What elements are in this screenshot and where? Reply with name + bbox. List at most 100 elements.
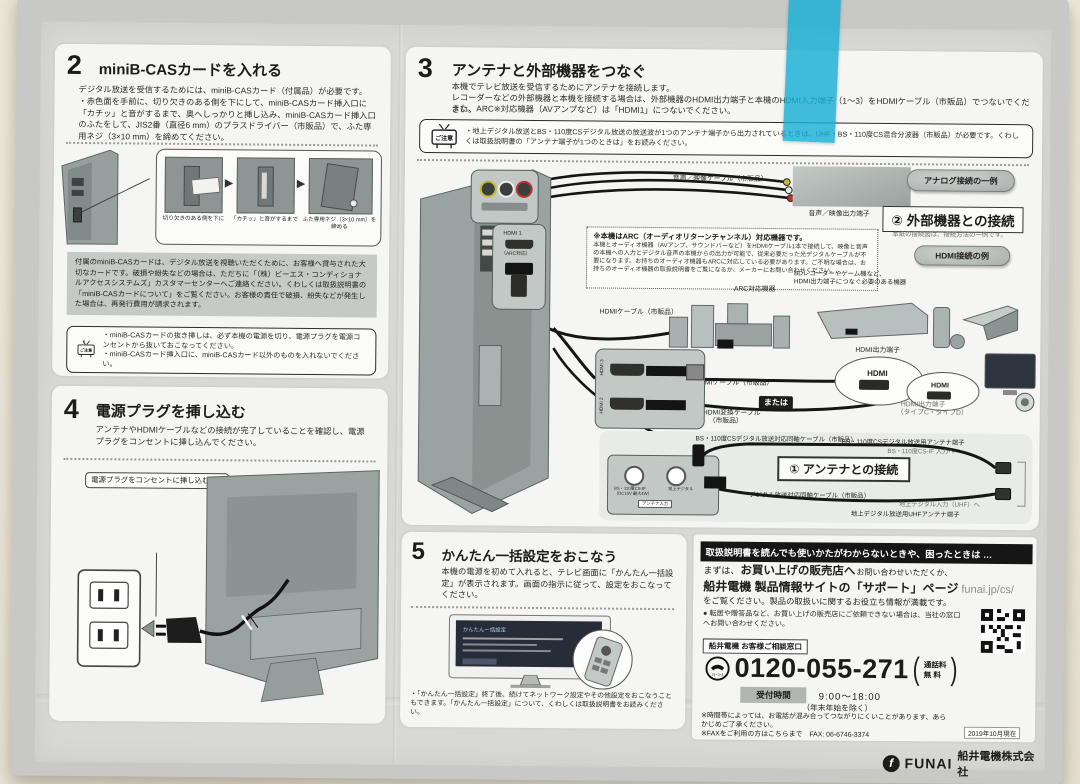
minib-cas-card	[191, 176, 221, 196]
display-and-camera-illustration	[984, 353, 1036, 412]
hdmi-terminal-cloud: HDMI HDMI	[834, 356, 980, 412]
section-4-number: 4	[63, 393, 79, 424]
section-4-intro: アンテナやHDMIケーブルなどの接続が完了していることを確認し、電源プラグをコン…	[95, 424, 365, 448]
divider	[411, 605, 675, 611]
hdmi-plug	[646, 365, 687, 377]
section-4-panel: 4 電源プラグを挿し込む アンテナやHDMIケーブルなどの接続が完了していること…	[49, 385, 388, 724]
audio-r-jack	[515, 180, 533, 198]
audio-l-jack	[497, 180, 515, 198]
screen-title: かんたん一括設定	[462, 627, 507, 634]
section-2-caution-text: ・miniB-CASカードの抜き挿しは、必ず本機の電源を切り、電源プラグを電源コ…	[102, 330, 367, 371]
section-3-caution-box: ご注意 ・地上デジタル放送とBS・110度CSデジタル放送の放送波が1つのアンテ…	[419, 118, 1034, 159]
svg-text:ご注意: ご注意	[435, 134, 453, 142]
hdmi2-port	[609, 397, 644, 410]
toll-paren-close: )	[950, 652, 958, 687]
section-2-number: 2	[66, 49, 82, 80]
caution-item: ・miniB-CASカード挿入口に、miniB-CASカード以外のものを入れない…	[102, 349, 360, 369]
bd-devices-illustration	[816, 302, 1019, 350]
funai-brand-name: FUNAI	[904, 755, 953, 772]
step-3-label: ふた専用ネジ（3×10 mm）を締める	[302, 216, 377, 231]
caution-tv-icon: ご注意	[431, 123, 457, 149]
av-input-pod	[470, 169, 539, 224]
remote-magnifier	[572, 629, 633, 690]
av-cable-label: 音声／映像ケーブル（市販品）	[672, 175, 768, 183]
tv-port-terr-label: 地上デジタル	[668, 486, 694, 492]
external-connection-heading: ② 外部機器との接続	[882, 205, 1024, 234]
caution-tv-icon: ご注意	[77, 340, 95, 358]
section-5-note: ・「かんたん一括設定」終了後、続けてネットワーク設定やその他設定をおこなうことも…	[410, 690, 673, 717]
support-site-label: 船井電機 製品情報サイトの「サポート」ページ	[703, 579, 959, 596]
antenna-input-pod: BS・110度CS-IF （DC15V 最大4W） 地上デジタル アンテナ入力	[606, 444, 727, 516]
hdmi-plug	[504, 262, 534, 275]
hdmi-out-cd-label-2: （タイプC・タイプD）	[896, 409, 968, 417]
section-2-instruction: ・赤色面を手前に、切り欠きのある側を下にして、miniB-CASカード挿入口に「…	[78, 95, 376, 143]
step-2-image	[236, 157, 295, 214]
hdmi1-arc-label: （ARC対応）	[501, 251, 531, 257]
tv-stand	[510, 674, 551, 689]
blue-masking-tape	[782, 0, 842, 144]
arc-device-illustration	[668, 303, 791, 349]
hours-note: （年末年始を除く）	[802, 703, 873, 713]
hdmi-cable-label-2: HDMIケーブル（市販品）	[695, 379, 774, 388]
antenna-connection-panel: BS・110度CS-IF （DC15V 最大4W） 地上デジタル アンテナ入力 …	[598, 430, 1033, 525]
tv-port-bs-label-2: （DC15V 最大4W）	[614, 490, 652, 496]
step-2-label: 「カチッ」と音がするまで	[230, 216, 299, 223]
terrestrial-jack	[666, 466, 687, 487]
or-badge: または	[758, 395, 793, 410]
hdmi2-port-label: HDMI 2	[599, 397, 605, 414]
hdmi-example-pill: HDMI接続の例	[914, 245, 1011, 267]
analog-output-device	[792, 166, 911, 208]
hdmi-conversion-cable-label-2: （市販品）	[708, 417, 743, 425]
hdmi1-port	[505, 239, 534, 249]
step-3-image	[308, 157, 373, 215]
bs-if-input-label: BS・110度CS-IF 入力へ	[887, 448, 955, 456]
toll-line-1: 通話料	[923, 660, 947, 670]
f-connector-plug	[704, 476, 727, 489]
manual-page: 2 miniB-CASカードを入れる デジタル放送を受信するためには、miniB…	[34, 21, 1052, 779]
antenna-input-label: アンテナ入力	[637, 499, 673, 508]
section-2-title: miniB-CASカードを入れる	[98, 61, 283, 80]
antenna-connection-heading: ① アンテナとの接続	[777, 456, 911, 483]
av-output-terminal-label: 音声／映像出力端子	[808, 210, 870, 218]
bs-antenna-terminal-label: BS・110度CSデジタル放送用アンテナ端子	[841, 438, 965, 447]
bd-devices-label-2: HDMI出力端子につなぐ必要のある機器	[793, 278, 907, 287]
svg-text:ご注意: ご注意	[80, 347, 92, 353]
footer-brand-row: f FUNAI 船井電機株式会社	[882, 747, 1045, 780]
support-line1-post: お問い合わせいただくか、	[856, 567, 953, 578]
step-1-label: 切り欠きのある側を下に	[162, 215, 225, 223]
video-jack	[479, 180, 497, 198]
hdmi1-pod: HDMI 1 （ARC対応）	[491, 223, 547, 311]
funai-company-name: 船井電機株式会社	[957, 750, 1035, 779]
tv-side-illustration	[61, 149, 151, 245]
svg-text:ﾌﾘｰｺｰﾙ: ﾌﾘｰｺｰﾙ	[711, 672, 723, 677]
bs-cs-if-jack	[624, 465, 645, 486]
hours-badge: 受付時間	[740, 686, 807, 704]
screw	[349, 199, 358, 208]
card-loan-note: 付属のminiB-CASカードは、デジタル放送を視聴いただくために、お客様へ貸与…	[66, 251, 378, 318]
support-box: 取扱説明書を読んでも使いかたがわからないときや、困ったときは … まずは、 お買…	[691, 534, 1037, 743]
external-connection-subtitle: 本紙の接続図は、接続方法の一例です。	[892, 231, 1007, 240]
toll-line-2: 無 料	[923, 669, 942, 680]
hdmi3-port	[610, 363, 645, 376]
f-connector-plug	[692, 444, 705, 467]
qr-code	[980, 608, 1026, 654]
toll-paren-open: (	[912, 651, 920, 687]
support-phone-number[interactable]: 0120-055-271	[734, 652, 909, 685]
hdmi3-port-label: HDMI 3	[600, 359, 606, 376]
hdmi-plug	[645, 399, 686, 411]
step-1-image	[164, 156, 223, 214]
svg-text:HDMI: HDMI	[867, 369, 888, 378]
funai-logo-icon: f	[882, 754, 900, 772]
hdmi23-pod: HDMI 3 HDMI 2	[594, 348, 706, 430]
section-2-panel: 2 miniB-CASカードを入れる デジタル放送を受信するためには、miniB…	[52, 43, 391, 379]
section-3-panel: 3 アンテナと外部機器をつなぐ 本機でテレビ放送を受信するためにアンテナを接続し…	[401, 46, 1043, 531]
support-line1-pre: まずは、	[703, 565, 740, 576]
caution-item: ・miniB-CASカードの抜き挿しは、必ず本機の電源を切り、電源プラグを電源コ…	[102, 330, 361, 351]
analog-example-pill: アナログ接続の一例	[906, 169, 1015, 193]
remote-ok-button	[599, 644, 613, 658]
section-5-number: 5	[411, 537, 426, 566]
divider	[63, 457, 376, 463]
card-steps-box: ▶ ▶ 切り欠きのある側を下に 「カチッ」と音がするまで ふた専用ネジ（3×10…	[155, 148, 383, 247]
support-url[interactable]: funai.jp/cs/	[961, 583, 1015, 597]
